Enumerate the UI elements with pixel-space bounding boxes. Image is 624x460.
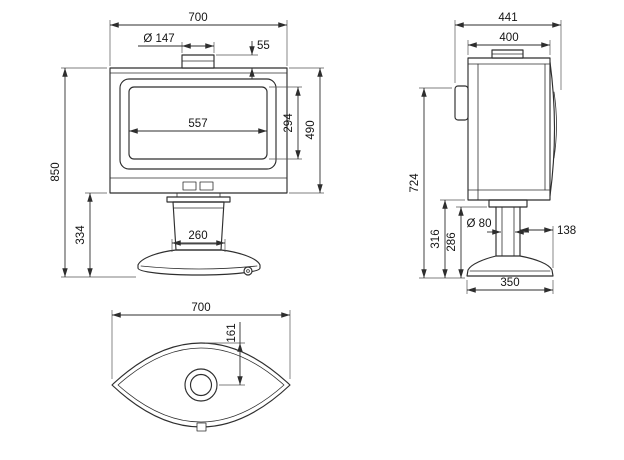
top-view-outline xyxy=(111,342,291,432)
front-base-knob-center xyxy=(246,269,250,273)
front-width-label: 700 xyxy=(188,12,207,24)
glass-height-label: 294 xyxy=(283,113,295,133)
dim-flue-diameter: Ø 147 xyxy=(138,33,215,53)
top-view: 700 161 xyxy=(111,302,291,432)
dim-flue-collar-height: 55 xyxy=(216,40,270,79)
pipe-diameter-label: Ø 80 xyxy=(467,218,492,230)
dim-firebox-height: 490 xyxy=(289,67,324,194)
front-air-control-right xyxy=(199,181,214,191)
top-front-latch xyxy=(196,422,207,432)
dim-pedestal-width: 260 xyxy=(171,230,226,252)
glass-width-label: 557 xyxy=(188,118,207,130)
dim-outlet-height: 724 xyxy=(409,87,465,279)
total-depth-label: 441 xyxy=(498,12,517,24)
firebox-height-label: 490 xyxy=(305,120,317,139)
front-base xyxy=(137,249,261,276)
top-flue-outer xyxy=(184,368,218,402)
pedestal-height-label: 334 xyxy=(75,225,87,245)
side-view: 441 400 724 316 286 Ø 80 xyxy=(409,12,576,294)
side-base xyxy=(466,255,554,277)
side-rear-outlet-cover xyxy=(454,85,469,121)
dim-glass-width: 557 xyxy=(129,118,267,134)
dim-total-depth: 441 xyxy=(454,12,562,90)
pedestal-width-label: 260 xyxy=(188,230,207,242)
flue-center-offset-label: 161 xyxy=(226,323,238,342)
pipe-height-label: 286 xyxy=(446,232,458,251)
dim-total-height: 850 xyxy=(50,67,136,278)
top-plate-inner xyxy=(117,347,285,423)
base-depth-label: 350 xyxy=(500,277,519,289)
side-front-bulge xyxy=(549,61,556,197)
front-base-knob xyxy=(243,266,253,276)
dim-pedestal-height: 334 xyxy=(75,192,107,277)
front-base-edge-line xyxy=(140,265,258,270)
front-glass xyxy=(128,86,268,160)
top-plate-outer xyxy=(111,342,291,428)
front-door-frame xyxy=(119,78,277,170)
base-front-offset-label: 138 xyxy=(557,225,576,237)
side-pedestal-cap xyxy=(488,199,528,208)
front-view: 700 Ø 147 55 557 294 xyxy=(50,12,324,278)
flue-diameter-label: Ø 147 xyxy=(143,33,174,45)
body-depth-label: 400 xyxy=(499,32,518,44)
top-width-label: 700 xyxy=(191,302,210,314)
flue-collar-height-label: 55 xyxy=(257,40,270,52)
front-view-outline xyxy=(109,54,288,276)
dim-pipe-height: 286 xyxy=(446,206,487,278)
front-flue-collar xyxy=(181,54,215,69)
stand-height-label: 316 xyxy=(430,229,442,248)
outlet-height-label: 724 xyxy=(409,173,421,193)
dim-flue-center-offset: 161 xyxy=(205,322,245,386)
total-height-label: 850 xyxy=(50,162,62,181)
side-body xyxy=(467,57,551,201)
front-air-control-left xyxy=(182,181,197,191)
dim-base-front-offset: 138 xyxy=(520,225,576,268)
dim-stand-height: 316 xyxy=(430,199,465,278)
dim-glass-height: 294 xyxy=(269,86,302,160)
dim-base-depth: 350 xyxy=(466,277,554,294)
dim-body-depth: 400 xyxy=(467,32,551,55)
front-pedestal-cap xyxy=(166,196,231,203)
side-door-handle xyxy=(553,91,557,159)
top-flue-inner xyxy=(189,373,213,397)
dim-front-width: 700 xyxy=(109,12,288,66)
side-view-outline xyxy=(454,49,557,277)
dim-top-width: 700 xyxy=(111,302,291,379)
